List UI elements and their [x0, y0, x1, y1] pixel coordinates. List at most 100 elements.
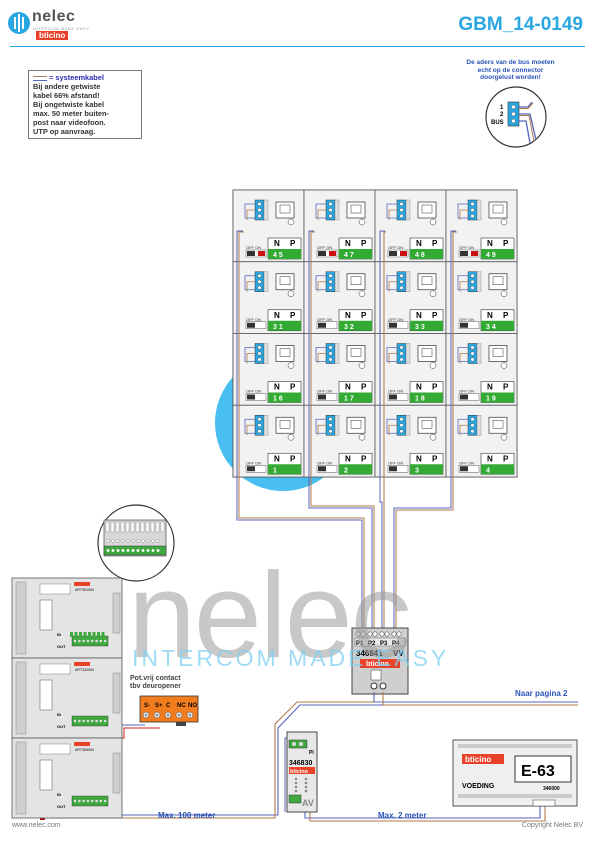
- panel-out: OUT: [57, 724, 66, 729]
- watermark-tagline: INTERCOM MADE EASY: [132, 645, 450, 671]
- unit-off-on: OFF ON: [317, 317, 332, 322]
- next-page-label: Naar pagina 2: [515, 689, 568, 698]
- unit-dip-switch: [245, 393, 267, 401]
- unit-switch-p: P: [432, 311, 438, 320]
- unit-switch-p: P: [361, 383, 367, 392]
- unit-switch-p: P: [503, 383, 509, 392]
- relay-terminal-label: NO: [188, 703, 197, 709]
- unit-button-icon: [358, 290, 366, 297]
- unit-dip-switch: [458, 393, 480, 401]
- unit-number: 4 7: [344, 252, 354, 259]
- panel-in: IN: [57, 632, 61, 637]
- unit-switch-p: P: [503, 311, 509, 320]
- power-model: E-63: [521, 763, 555, 780]
- unit-off-on: OFF ON: [246, 460, 261, 465]
- unit-switch-n: N: [416, 454, 422, 463]
- unit-number: 1: [273, 467, 277, 474]
- unit-switch-p: P: [361, 239, 367, 248]
- interface-pi: PI: [309, 750, 314, 756]
- note-title: = systeemkabel: [49, 73, 104, 82]
- bus-terminal-bus: BUS: [491, 120, 504, 126]
- unit-screen: [417, 201, 437, 219]
- power-brand: bticino: [465, 755, 491, 764]
- unit-switch-p: P: [290, 383, 296, 392]
- power-code: 346000: [543, 786, 560, 792]
- unit-switch-p: P: [290, 454, 296, 463]
- interface-346830: PI 346830 bticino AV: [286, 731, 318, 813]
- note-line: UTP op aanvraag.: [33, 127, 96, 136]
- unit-switch-n: N: [416, 239, 422, 248]
- unit-number: 3 2: [344, 324, 354, 331]
- panel-code: ART351000: [75, 588, 94, 592]
- unit-number: 1 8: [415, 396, 425, 403]
- unit-off-on: OFF ON: [388, 389, 403, 394]
- unit-off-on: OFF ON: [459, 245, 474, 250]
- unit-screen: [488, 201, 508, 219]
- footer-website: www.nelec.com: [12, 822, 61, 829]
- unit-switch-p: P: [361, 311, 367, 320]
- unit-screen: [417, 345, 437, 362]
- unit-off-on: OFF ON: [459, 389, 474, 394]
- bus-terminal-2: 2: [500, 112, 504, 118]
- unit-off-on: OFF ON: [459, 317, 474, 322]
- unit-screen: [275, 201, 295, 219]
- unit-button-icon: [500, 434, 508, 441]
- distributor-346841: 346841 VV bticino P1 P2 P3 P4: [351, 627, 409, 695]
- bus-terminal-1: 1: [500, 105, 504, 111]
- unit-switch-p: P: [290, 239, 296, 248]
- unit-button-icon: [429, 290, 437, 297]
- unit-number: 3 4: [486, 324, 496, 331]
- document-code: GBM_14-0149: [458, 14, 583, 35]
- unit-off-on: OFF ON: [388, 245, 403, 250]
- relay-terminal-label: S-: [144, 703, 150, 709]
- interface-code: 346830: [289, 760, 312, 767]
- unit-dip-switch: [316, 249, 338, 258]
- unit-dip-switch: [458, 321, 480, 329]
- unit-button-icon: [287, 434, 295, 441]
- unit-switch-n: N: [345, 454, 351, 463]
- unit-dip-switch: [316, 321, 338, 329]
- bus-detail: 1 2 BUS: [485, 86, 547, 148]
- unit-switch-n: N: [345, 239, 351, 248]
- unit-screen: [488, 273, 508, 291]
- relay-terminal-label: NC: [177, 703, 186, 709]
- unit-button-icon: [500, 362, 508, 369]
- header-divider: [10, 46, 585, 47]
- unit-number: 4: [486, 467, 490, 474]
- unit-off-on: OFF ON: [317, 460, 332, 465]
- unit-switch-p: P: [432, 454, 438, 463]
- unit-number: 4 8: [415, 252, 425, 259]
- unit-screen: [346, 345, 366, 362]
- unit-screen: [417, 416, 437, 434]
- relay-label: Pot.vrij contact tbv deuropener: [130, 675, 181, 691]
- cable-note: = systeemkabel Bij andere getwiste kabel…: [28, 70, 142, 139]
- note-line: kabel 66% afstand!: [33, 91, 100, 100]
- relay-terminal-label: C: [166, 703, 171, 709]
- unit-dip-switch: [458, 249, 480, 258]
- unit-dip-switch: [387, 465, 409, 473]
- unit-number: 3 3: [415, 324, 425, 331]
- unit-button-icon: [287, 218, 295, 226]
- port-p4: P4: [392, 641, 400, 647]
- bus-note-line: echt op de connector: [477, 66, 544, 74]
- unit-dip-switch: [387, 249, 409, 258]
- unit-switch-p: P: [503, 239, 509, 248]
- unit-button-icon: [429, 434, 437, 441]
- note-line: Bij andere getwiste: [33, 82, 101, 91]
- unit-number: 2: [344, 467, 348, 474]
- unit-dip-switch: [387, 393, 409, 401]
- distributor-suffix: VV: [393, 649, 404, 658]
- unit-switch-n: N: [416, 311, 422, 320]
- brand-name: nelec: [32, 8, 76, 25]
- unit-switch-p: P: [290, 311, 296, 320]
